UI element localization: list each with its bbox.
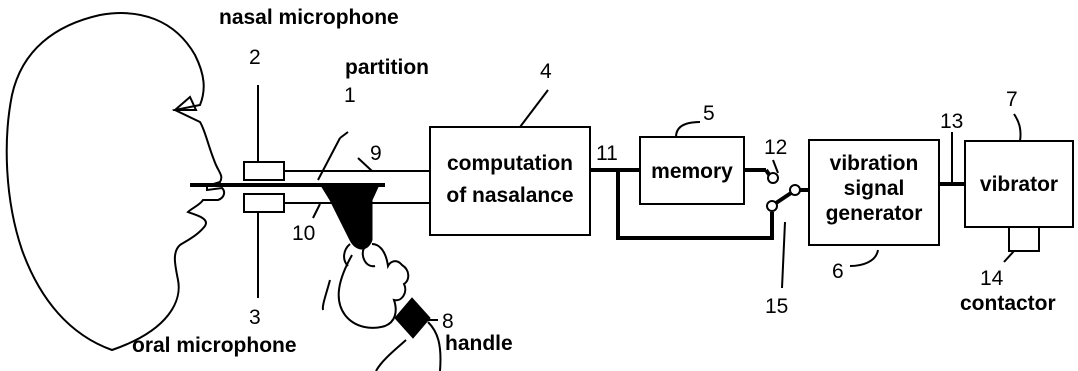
label-handle: handle — [445, 332, 513, 355]
memory-box — [639, 136, 745, 205]
generator-label-line3: generator — [826, 202, 923, 225]
ref-number-10: 10 — [292, 222, 315, 245]
ref-number-6: 6 — [832, 260, 844, 283]
vibration-signal-generator-box — [808, 139, 940, 246]
partition-leader — [317, 137, 341, 181]
ref-number-11: 11 — [596, 142, 618, 165]
ref-number-13: 13 — [940, 110, 963, 133]
oral-microphone — [243, 193, 285, 213]
label-oral-microphone: oral microphone — [132, 334, 297, 357]
bypass-line — [616, 170, 774, 240]
contactor-block — [1008, 226, 1040, 252]
contactor-leader — [1003, 250, 1015, 263]
ref-number-12: 12 — [764, 136, 787, 159]
ref-number-9: 9 — [370, 142, 382, 165]
vibrator-label: vibrator — [980, 173, 1058, 196]
ref-number-3: 3 — [249, 306, 261, 329]
box-7-leader — [1013, 113, 1022, 142]
ref-number-2: 2 — [249, 46, 261, 69]
partition-leader-tick — [339, 131, 349, 139]
switch-12-leader — [772, 159, 779, 174]
label-partition: partition — [345, 56, 429, 79]
switch-terminal-12 — [767, 172, 779, 184]
line-9-leader — [357, 157, 373, 172]
computation-of-nasalance-box — [429, 126, 591, 236]
computation-label-line2: of nasalance — [446, 184, 573, 207]
vibrator-box — [964, 140, 1074, 228]
label-nasal-microphone: nasal microphone — [219, 6, 399, 29]
ref-number-7: 7 — [1006, 88, 1018, 111]
computation-label-line1: computation — [447, 152, 573, 175]
switch-15-leader — [781, 221, 786, 289]
ref-number-14: 14 — [980, 267, 1004, 290]
switch-arm — [774, 191, 793, 205]
hand-outline — [337, 243, 410, 329]
ref-number-4: 4 — [540, 60, 552, 83]
hand-fingers — [343, 243, 376, 268]
ref-number-8: 8 — [442, 310, 454, 333]
box-6-leader — [849, 249, 879, 267]
ref-number-15: 15 — [765, 295, 788, 318]
label-contactor: contactor — [960, 292, 1056, 315]
switch-common-terminal — [789, 184, 801, 196]
handle-block — [321, 186, 379, 250]
head-profile-outline — [5, 12, 226, 352]
ref-number-1: 1 — [344, 84, 356, 107]
box-4-leader — [519, 89, 549, 128]
generator-label-line1: vibration — [830, 152, 919, 175]
nasal-microphone — [243, 161, 285, 181]
arm-outline — [375, 321, 442, 371]
generator-label-line2: signal — [844, 177, 905, 200]
ref-number-5: 5 — [703, 102, 715, 125]
handle-grip — [394, 297, 431, 339]
box-5-leader — [675, 121, 701, 138]
line-10-leader — [312, 203, 321, 219]
wrist-line — [321, 279, 331, 311]
memory-label: memory — [651, 160, 733, 183]
switch-terminal-15 — [766, 200, 778, 212]
